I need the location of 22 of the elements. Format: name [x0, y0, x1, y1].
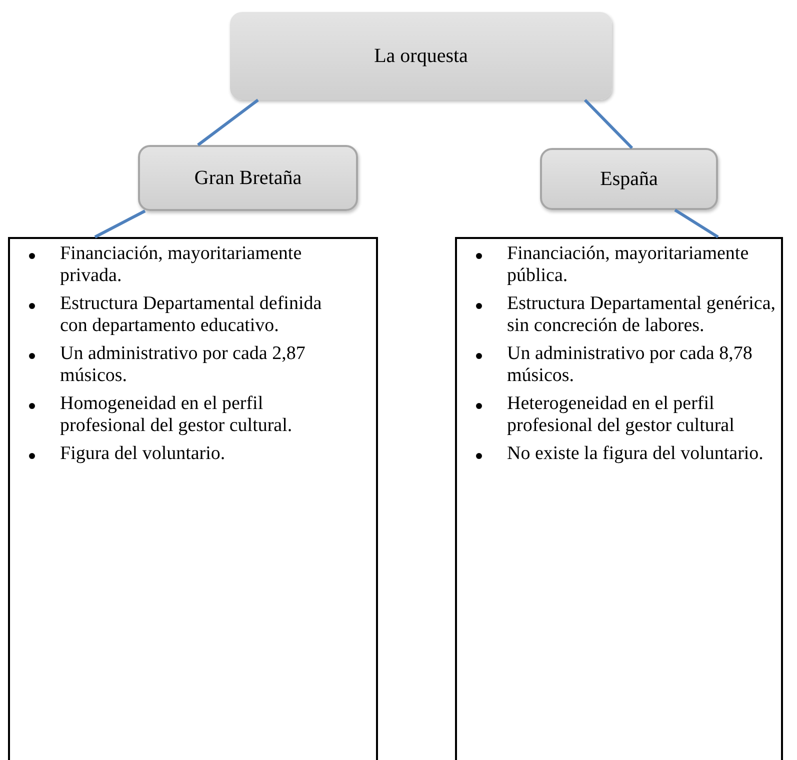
box-label: La orquesta	[374, 44, 468, 68]
text-box	[8, 237, 378, 760]
bullet-text: Financiación, mayoritariamente pública.	[507, 243, 749, 286]
connector-line	[584, 98, 634, 150]
bullet-text: Un administrativo por cada 2,87 músicos.	[60, 343, 306, 386]
connector-line	[197, 98, 259, 146]
title-box	[230, 12, 612, 100]
category-box	[540, 148, 718, 210]
connector-line	[674, 208, 719, 238]
bullet-text: Un administrativo por cada 8,78 músicos.	[507, 343, 752, 386]
bullet-text: Estructura Departamental definida con departamento educativo.	[60, 293, 322, 336]
bullet-text: Financiación, mayoritariamente privada.	[60, 243, 302, 286]
connector-line	[94, 210, 146, 238]
category-box	[138, 145, 358, 211]
bullet-text: Estructura Departamental genérica, sin concreción de labores.	[507, 293, 776, 336]
bullet-text: No existe la figura del voluntario.	[507, 443, 764, 464]
box-label: España	[600, 168, 658, 190]
text-box	[455, 237, 783, 760]
bullet-text: Figura del voluntario.	[60, 443, 226, 464]
bullet-text: Heterogeneidad en el perfil profesional del gestor cultural	[507, 393, 734, 436]
bullet-text: Homogeneidad en el perfil profesional del gestor cultural.	[60, 393, 292, 436]
box-label: Gran Bretaña	[194, 166, 302, 190]
